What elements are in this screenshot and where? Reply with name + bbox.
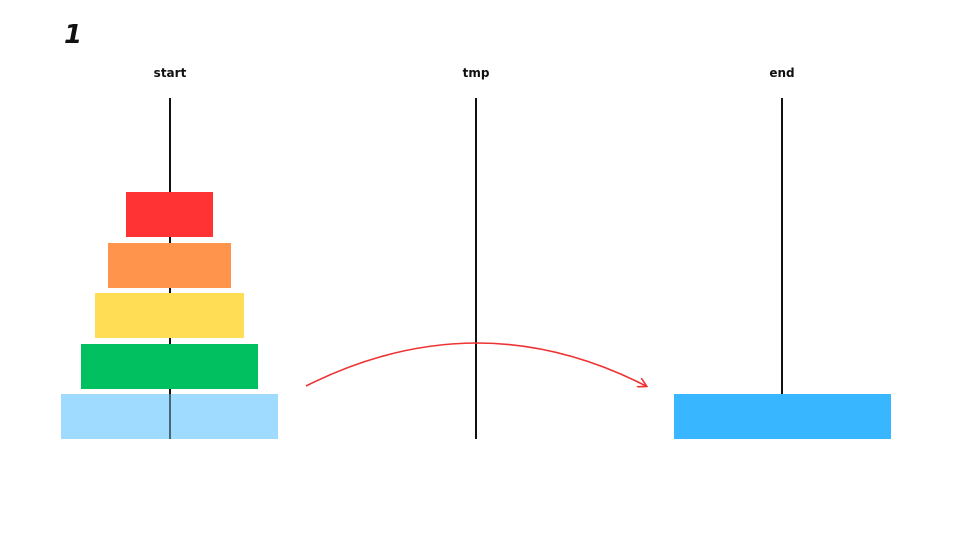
disk-1 xyxy=(126,192,213,237)
moved-disk xyxy=(674,394,891,439)
peg-label-start: start xyxy=(153,66,187,80)
disk-3 xyxy=(95,293,244,338)
rod-start-overlay xyxy=(169,394,171,439)
rod-end xyxy=(781,98,783,439)
peg-label-tmp: tmp xyxy=(462,66,490,80)
disk-4 xyxy=(81,344,258,389)
peg-label-end: end xyxy=(769,66,795,80)
rod-tmp xyxy=(475,98,477,439)
disk-2 xyxy=(108,243,231,288)
step-number: 1 xyxy=(64,20,83,50)
